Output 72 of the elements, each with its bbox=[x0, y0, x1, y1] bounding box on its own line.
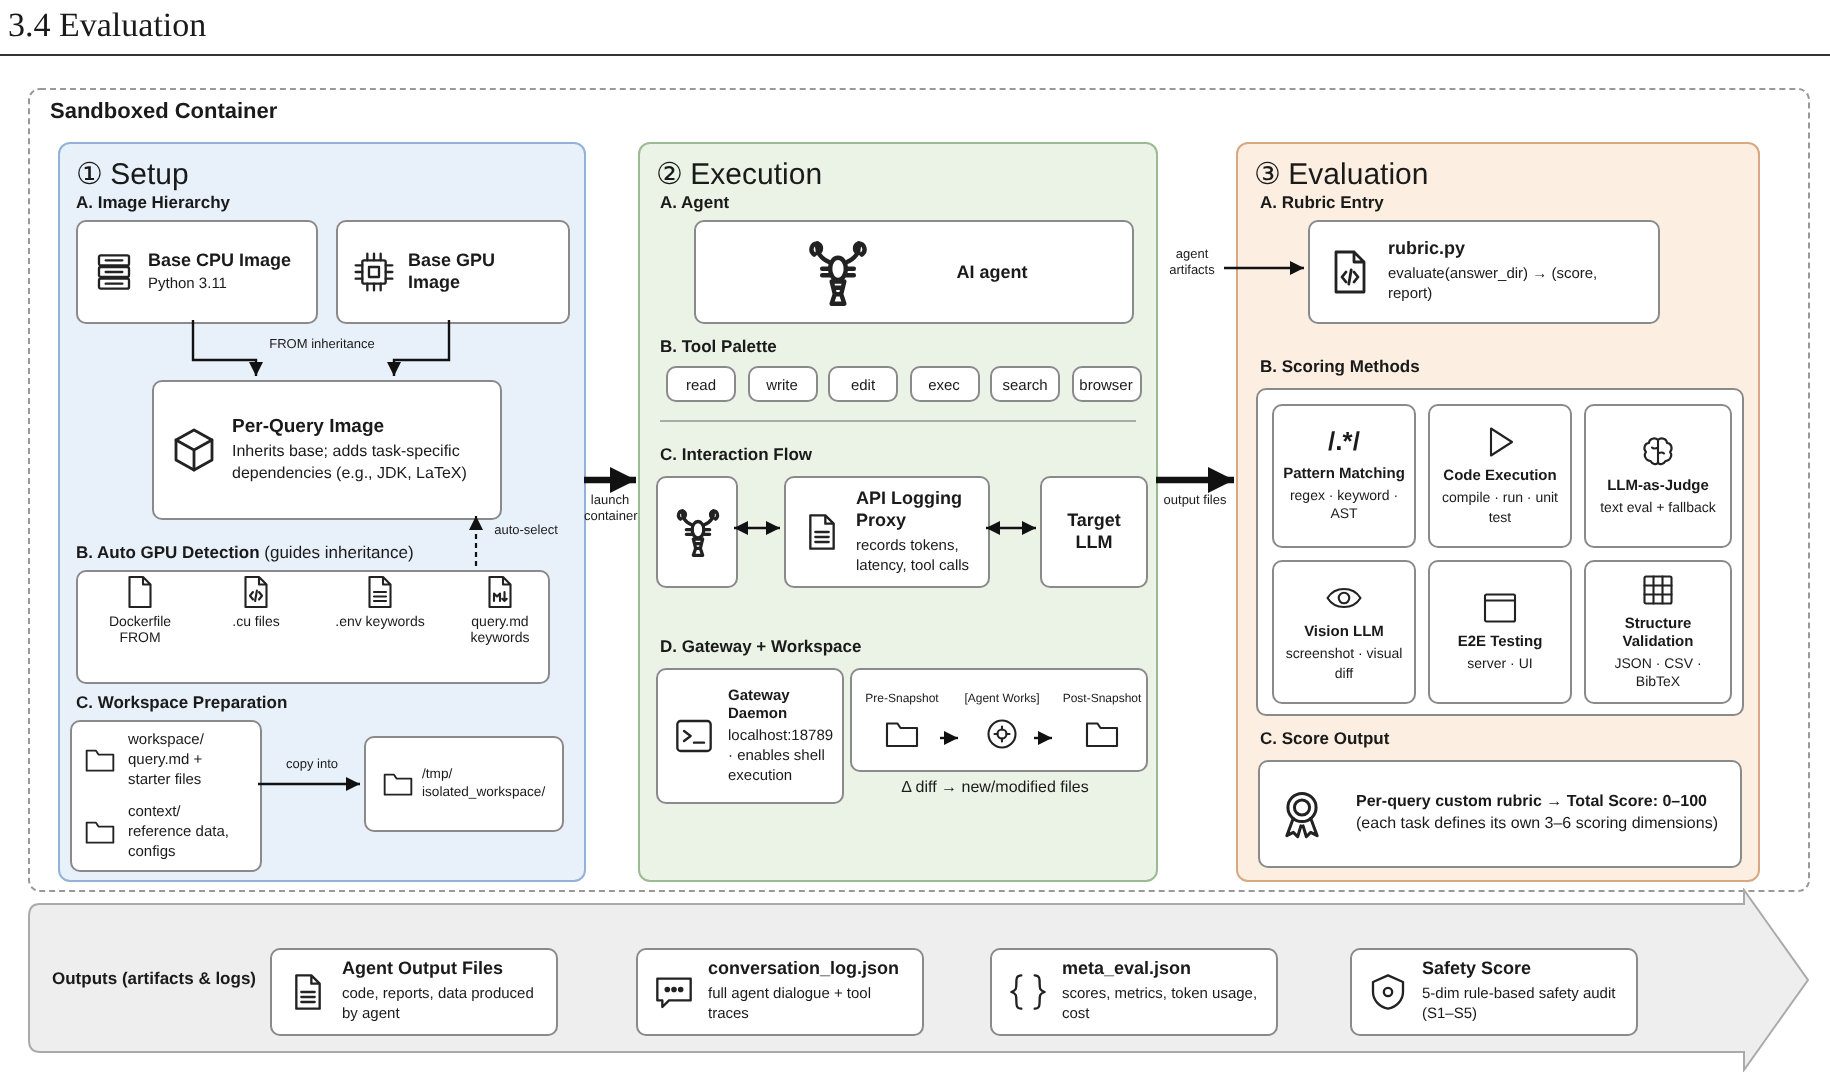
group-box bbox=[1256, 388, 1744, 716]
diff-note: Δ diff → new/modified files bbox=[899, 778, 1091, 798]
pattern-symbol: /.*/ bbox=[1328, 426, 1360, 458]
container-frame bbox=[28, 88, 1810, 892]
info-card bbox=[1308, 220, 1660, 324]
info-card bbox=[1272, 404, 1416, 548]
info-card bbox=[636, 948, 924, 1036]
section-heading: A. Image Hierarchy bbox=[76, 192, 231, 213]
section-panel bbox=[1236, 142, 1760, 882]
card-title: rubric.py bbox=[1388, 238, 1468, 261]
info-card bbox=[76, 220, 318, 324]
group-box bbox=[850, 668, 1148, 772]
card-title: conversation_log.json bbox=[708, 958, 902, 981]
info-card bbox=[1258, 760, 1742, 868]
info-card bbox=[364, 736, 564, 832]
arrow bbox=[1156, 467, 1234, 493]
card-title: API Logging Proxy bbox=[856, 488, 964, 532]
section-heading: B. Scoring Methods bbox=[1260, 356, 1420, 377]
card-description: Inherits base; adds task-specific dependencies (e.g., JDK, LaTeX) bbox=[232, 441, 469, 485]
info-card bbox=[694, 220, 1134, 324]
info-card bbox=[70, 720, 262, 872]
info-card bbox=[784, 476, 990, 588]
info-card bbox=[1272, 560, 1416, 704]
info-card bbox=[270, 948, 558, 1036]
info-card bbox=[990, 948, 1278, 1036]
card-title: Safety Score bbox=[1422, 958, 1534, 981]
arrow bbox=[1034, 731, 1052, 745]
card-title: Per-query custom rubric → Total Score: 0–100 bbox=[1356, 791, 1709, 811]
info-card bbox=[1584, 404, 1732, 548]
section-panel bbox=[58, 142, 586, 882]
arrow bbox=[734, 521, 780, 535]
card-title: Base CPU Image bbox=[148, 249, 292, 271]
info-card bbox=[1428, 404, 1572, 548]
section-heading: B. Auto GPU Detection (guides inheritance) bbox=[76, 542, 414, 563]
info-card bbox=[1040, 476, 1148, 588]
card-title: Agent Output Files bbox=[342, 958, 505, 981]
panel-heading: ③ Evaluation bbox=[1254, 156, 1429, 192]
arrow bbox=[1224, 261, 1304, 275]
arrow bbox=[584, 467, 636, 493]
panel-heading: ② Execution bbox=[656, 156, 823, 192]
section-heading: A. Agent bbox=[660, 192, 730, 213]
arrow bbox=[258, 777, 360, 791]
card-title: Base GPU Image bbox=[408, 250, 498, 294]
section-heading: C. Score Output bbox=[1260, 728, 1390, 749]
info-card bbox=[336, 220, 570, 324]
group-box bbox=[76, 570, 550, 684]
card-description: (each task defines its own 3–6 scoring dimensions) bbox=[1356, 814, 1718, 837]
info-card bbox=[1584, 560, 1732, 704]
card-title: meta_eval.json bbox=[1062, 958, 1194, 981]
section-heading: D. Gateway + Workspace bbox=[660, 636, 862, 657]
section-title: 3.4 Evaluation bbox=[8, 6, 207, 46]
info-card bbox=[656, 476, 738, 588]
section-heading: C. Interaction Flow bbox=[660, 444, 813, 465]
band-heading: Outputs (artifacts & logs) bbox=[52, 968, 257, 988]
arrow bbox=[469, 516, 483, 566]
arrow bbox=[940, 731, 958, 745]
card-title: AI agent bbox=[956, 261, 1028, 283]
container-heading: Sandboxed Container bbox=[50, 100, 278, 127]
section-heading: B. Tool Palette bbox=[660, 336, 777, 357]
section-heading: A. Rubric Entry bbox=[1260, 192, 1384, 213]
card-title: Target LLM bbox=[1065, 510, 1123, 554]
panel-heading: ① Setup bbox=[76, 156, 189, 192]
card-title: Per-Query Image bbox=[232, 415, 387, 438]
arrow bbox=[191, 320, 263, 376]
section-panel bbox=[638, 142, 1158, 882]
info-card bbox=[1350, 948, 1638, 1036]
info-card bbox=[656, 668, 844, 804]
info-card bbox=[1428, 560, 1572, 704]
arrow bbox=[986, 521, 1036, 535]
section-heading: C. Workspace Preparation bbox=[76, 692, 288, 713]
info-card bbox=[152, 380, 502, 520]
arrow bbox=[387, 320, 451, 376]
